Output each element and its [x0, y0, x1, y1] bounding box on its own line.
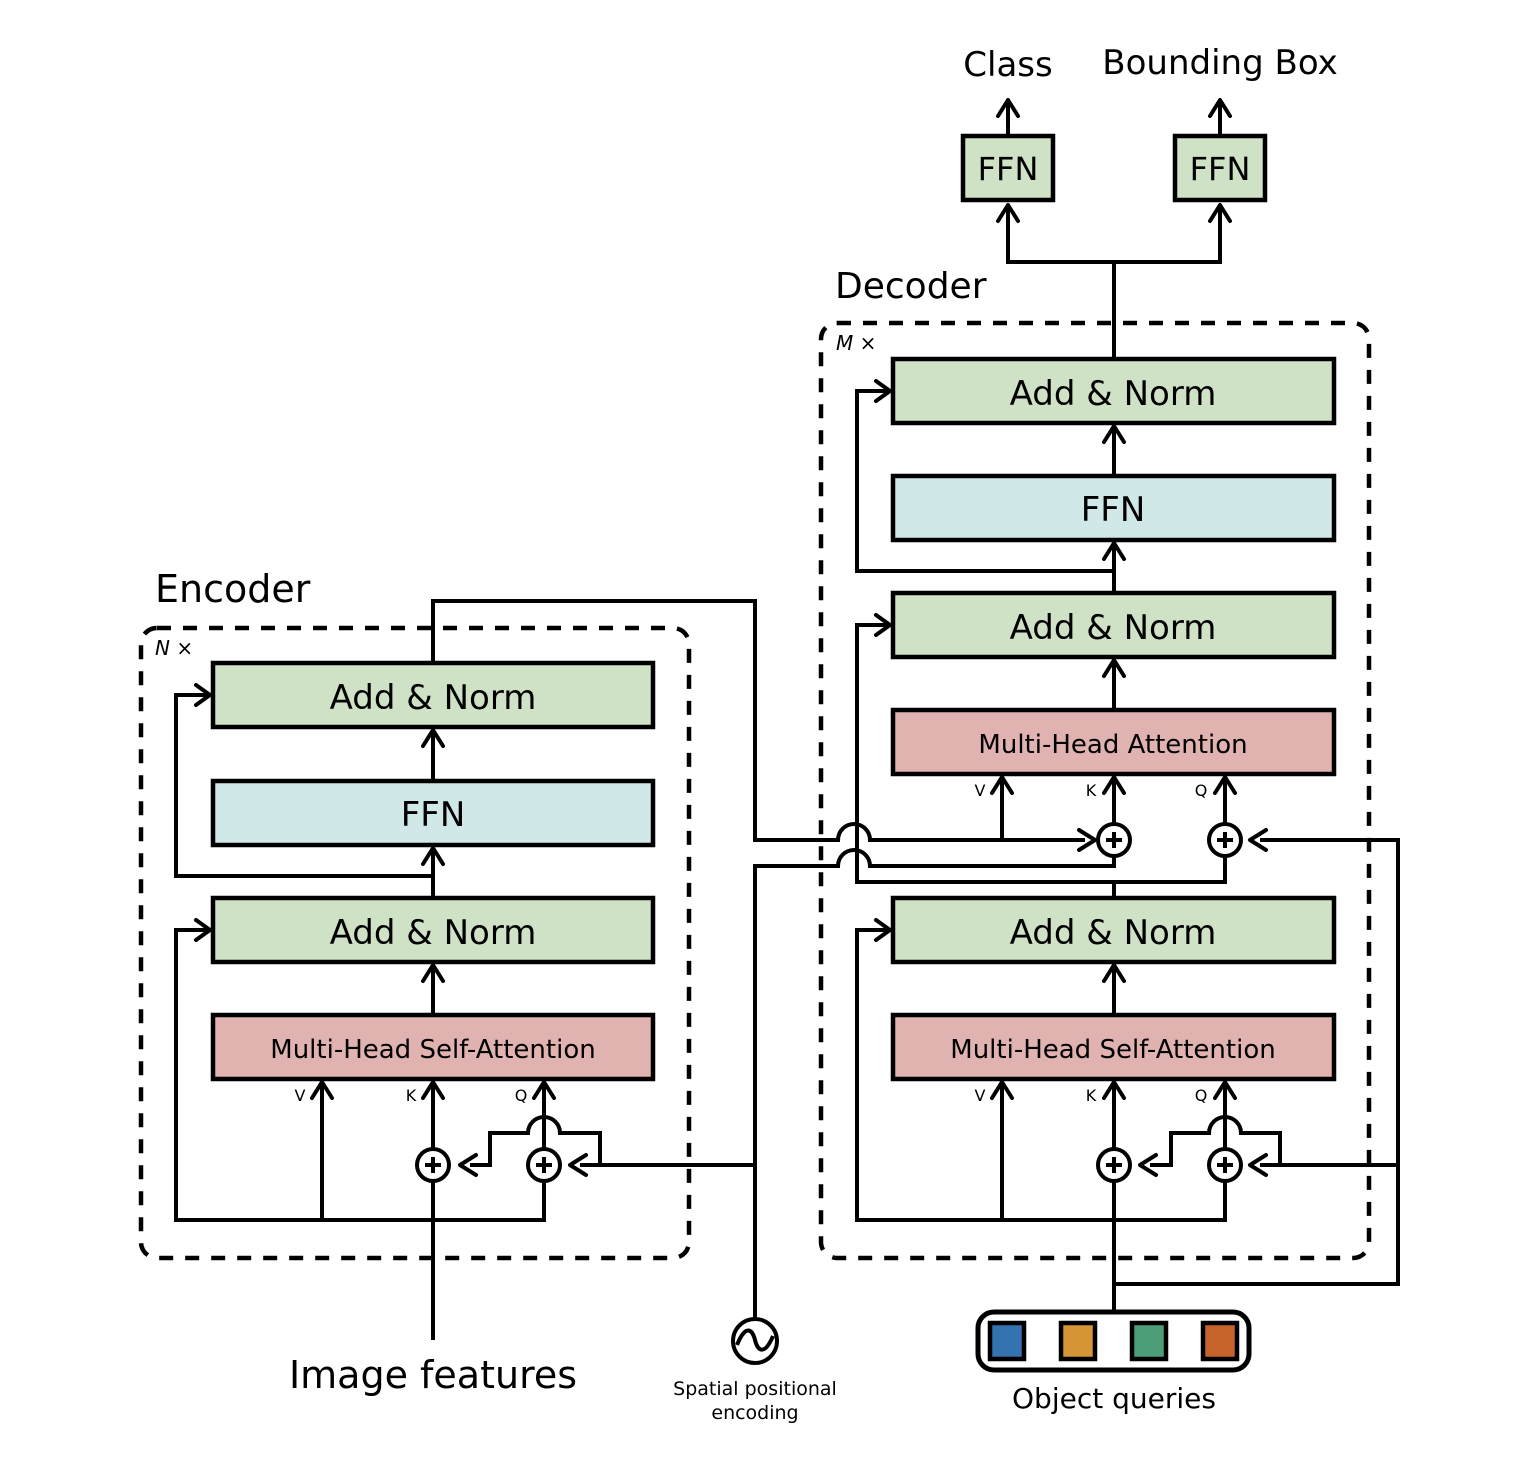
decoder-cross-q-label: Q	[1195, 781, 1208, 800]
decoder: Decoder M × Add & Norm FFN Add & Norm Mu…	[818, 98, 1400, 1312]
decoder-ffn	[890, 473, 1337, 543]
decoder-self-k-plus-icon	[1106, 1157, 1122, 1173]
encoder-self-attention-label: Multi-Head Self-Attention	[270, 1035, 595, 1065]
encoder-add-norm-bottom-label: Add & Norm	[330, 913, 537, 953]
decoder-add-norm-mid	[890, 590, 1337, 660]
encoder-add-norm-bottom	[210, 895, 656, 965]
decoder-add-norm-top-label: Add & Norm	[1010, 374, 1217, 414]
class-ffn-label: FFN	[978, 150, 1039, 188]
bbox-ffn-label: FFN	[1190, 150, 1251, 188]
sine-wave-icon	[735, 1328, 775, 1352]
encoder-ffn	[210, 778, 656, 848]
decoder-title: Decoder	[835, 266, 987, 307]
decoder-cross-k-label: K	[1086, 781, 1097, 800]
bbox-output-label: Bounding Box	[1102, 43, 1337, 83]
decoder-cross-attention-label: Multi-Head Attention	[978, 730, 1247, 760]
decoder-add-norm-bottom	[890, 895, 1337, 965]
encoder-add-norm-top-label: Add & Norm	[330, 678, 537, 718]
decoder-ffn-label: FFN	[1081, 490, 1146, 530]
decoder-wires	[855, 98, 1400, 1312]
encoder-repeat-label: N ×	[155, 636, 193, 660]
class-ffn	[960, 133, 1056, 203]
encoder: Encoder N × Add & Norm FFN Add & Norm Mu…	[138, 567, 1116, 1340]
positional-encoding-label-line1: Spatial positional	[673, 1378, 837, 1400]
decoder-add-norm-mid-label: Add & Norm	[1010, 608, 1217, 648]
encoder-v-label: V	[295, 1086, 306, 1105]
encoder-q-plus-icon	[536, 1157, 552, 1173]
image-features-label: Image features	[289, 1353, 577, 1397]
decoder-cross-v-label: V	[975, 781, 986, 800]
object-queries-label: Object queries	[1012, 1382, 1216, 1415]
encoder-add-norm-top	[210, 660, 656, 730]
decoder-self-q-plus-icon	[1217, 1157, 1233, 1173]
decoder-self-attention-label: Multi-Head Self-Attention	[950, 1035, 1275, 1065]
decoder-self-v-label: V	[975, 1086, 986, 1105]
object-queries-container	[975, 1309, 1252, 1373]
encoder-q-label: Q	[515, 1086, 528, 1105]
decoder-self-attention	[890, 1012, 1337, 1082]
encoder-k-plus-icon	[425, 1157, 441, 1173]
prediction-heads: FFN FFN Class Bounding Box	[960, 43, 1338, 203]
decoder-repeat-frame	[818, 320, 1372, 1261]
decoder-self-k-label: K	[1086, 1086, 1097, 1105]
encoder-wires	[174, 599, 1116, 1340]
encoder-repeat-frame	[138, 625, 692, 1261]
class-output-label: Class	[963, 45, 1052, 85]
encoder-k-label: K	[406, 1086, 417, 1105]
decoder-cross-q-plus-icon	[1217, 832, 1233, 848]
decoder-repeat-label: M ×	[836, 331, 876, 355]
encoder-self-attention	[210, 1012, 656, 1082]
positional-encoding-label-line2: encoding	[711, 1402, 798, 1424]
encoder-title: Encoder	[155, 567, 311, 611]
bbox-ffn	[1172, 133, 1268, 203]
decoder-add-norm-bottom-label: Add & Norm	[1010, 913, 1217, 953]
inputs: Image features Spatial positional encodi…	[289, 1309, 1252, 1424]
object-query-swatch-3	[1129, 1320, 1169, 1362]
object-query-swatch-1	[987, 1320, 1027, 1362]
decoder-self-q-label: Q	[1195, 1086, 1208, 1105]
object-query-swatch-4	[1200, 1320, 1240, 1362]
object-query-swatch-2	[1058, 1320, 1098, 1362]
decoder-cross-k-plus-icon	[1106, 832, 1122, 848]
encoder-ffn-label: FFN	[401, 795, 466, 835]
